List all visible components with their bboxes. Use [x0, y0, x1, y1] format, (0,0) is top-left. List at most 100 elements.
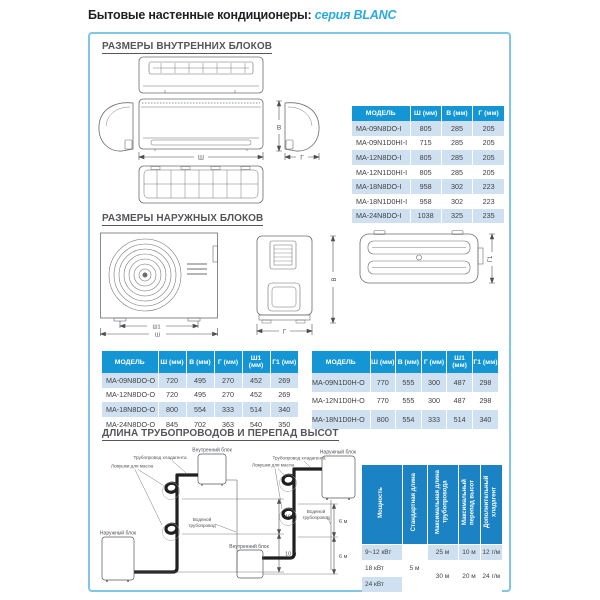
col-header: Максимальная длина трубопровода [426, 465, 458, 545]
col-header: Максимальный перепад высот [457, 465, 480, 545]
dim-label: 6 м [339, 519, 348, 525]
indoor-unit-label: Внутренний блок [192, 447, 232, 454]
col-header: В (мм) [185, 351, 214, 373]
piping-limits-table: Мощность Стандартная длина Максимальная … [362, 465, 502, 592]
refrigerant-pipe [262, 467, 322, 560]
oil-trap-icon [279, 508, 297, 526]
indoor-depth-dimension: Г [284, 153, 320, 162]
dim-label-d: Г [283, 330, 287, 336]
refrigerant-pipe-label: Трубопровод хладагента [272, 456, 325, 461]
outdoor-unit-label: Наружный блок [100, 530, 137, 537]
col-header: Мощность [362, 465, 402, 545]
indoor-bottom-view [138, 165, 264, 204]
outdoor-top-view [359, 230, 484, 284]
outdoor-h-dimension: В [330, 235, 338, 324]
outdoor-unit-diagram: Ш1 Ш В [100, 230, 495, 339]
indoor-unit-diagram: Ш В Г [98, 56, 320, 204]
col-header: Ш1 (мм) [241, 351, 270, 373]
indoor-unit-label: Внутренний блок [229, 543, 269, 550]
col-header: Г (мм) [420, 351, 447, 373]
outdoor-dimensions-table-left: МОДЕЛЬ Ш (мм) В (мм) Г (мм) Ш1 (мм) Г1 (… [102, 351, 298, 432]
water-pipe-label: Водяной [193, 516, 212, 522]
col-header: Дополнительный хладагент [479, 465, 502, 545]
col-header: Ш1 (мм) [446, 351, 473, 373]
outdoor-dimensions-table-right: МОДЕЛЬ Ш (мм) В (мм) Г (мм) Ш1 (мм) Г1 (… [312, 351, 498, 429]
col-header: Ш (мм) [369, 351, 396, 373]
dim-label-h: В [277, 125, 281, 132]
piping-diagram: Внутренний блок Наружный блок 10 м 10 м … [100, 447, 357, 582]
outdoor-side-view [256, 235, 313, 324]
outdoor-unit-label: Наружный блок [320, 449, 357, 456]
page-title: Бытовые настенные кондиционеры: серия BL… [88, 8, 396, 22]
outdoor-w1-dimension: Ш1 [119, 321, 199, 331]
page-title-prefix: Бытовые настенные кондиционеры: [88, 8, 312, 22]
outdoor-section-heading: РАЗМЕРЫ НАРУЖНЫХ БЛОКОВ [102, 213, 264, 226]
outdoor-w-dimension: Ш [100, 328, 219, 339]
oil-trap-icon [162, 523, 180, 541]
refrigerant-pipe-label: Трубопровод хладагента [133, 455, 186, 460]
water-pipe-label: Водяной [307, 508, 326, 514]
col-header: Ш (мм) [409, 106, 442, 121]
table-header-row: Мощность Стандартная длина Максимальная … [362, 465, 502, 545]
outdoor-front-view [100, 232, 218, 322]
dim-label-h: В [332, 277, 338, 281]
indoor-top-view [138, 56, 264, 94]
table-header-row: МОДЕЛЬ Ш (мм) В (мм) Г (мм) [352, 106, 504, 121]
oil-trap-icon [279, 474, 297, 492]
fan-icon [108, 238, 182, 312]
table-row: 18 кВт 30 м 20 м 24 г/м [362, 560, 502, 592]
indoor-section-heading: РАЗМЕРЫ ВНУТРЕННИХ БЛОКОВ [102, 41, 273, 54]
dim-label-d1: Г1 [488, 255, 494, 262]
water-pipe-label: трубопровод [188, 523, 216, 528]
indoor-height-dimension: В [276, 100, 282, 152]
dim-label: 6 м [339, 554, 348, 560]
col-header: Г (мм) [213, 351, 242, 373]
water-pipe-label: трубопровод [302, 515, 330, 520]
table-header-row: МОДЕЛЬ Ш (мм) В (мм) Г (мм) Ш1 (мм) Г1 (… [102, 351, 298, 373]
piping-diagram-left: Внутренний блок Наружный блок 10 м 10 м … [100, 447, 297, 582]
col-header: МОДЕЛЬ [312, 351, 370, 373]
table-row: 9~12 кВт 5 м 25 м 10 м 12 г/м [362, 544, 502, 592]
page-title-series: серия BLANC [314, 8, 397, 22]
col-header: В (мм) [440, 106, 473, 121]
col-header: Г1 (мм) [471, 351, 498, 373]
table-header-row: МОДЕЛЬ Ш (мм) В (мм) Г (мм) Ш1 (мм) Г1 (… [312, 351, 498, 373]
dim-label-w1: Ш1 [152, 325, 160, 331]
height-dimension: 6 м 6 м [331, 503, 348, 575]
col-header: Г (мм) [472, 106, 504, 121]
col-header: Ш (мм) [157, 351, 186, 373]
col-header: Стандартная длина [401, 465, 427, 545]
oil-trap-icon [162, 482, 180, 500]
outdoor-d1-dimension: Г1 [488, 233, 495, 284]
piping-section-heading: ДЛИНА ТРУБОПРОВОДОВ И ПЕРЕПАД ВЫСОТ [102, 428, 339, 441]
oil-traps-label: Ловушки для масла [111, 464, 154, 469]
table-row: 24 кВт [362, 576, 502, 592]
col-header: МОДЕЛЬ [352, 106, 410, 121]
col-header: МОДЕЛЬ [102, 351, 158, 373]
outdoor-d-dimension: Г [256, 324, 313, 336]
indoor-left-side-view [98, 102, 134, 152]
indoor-front-view [138, 98, 264, 151]
dim-label-w: Ш [155, 333, 160, 339]
dim-label: 10 м [285, 552, 297, 558]
oil-traps-label: Ловушки для масла [252, 463, 295, 468]
col-header: В (мм) [395, 351, 422, 373]
indoor-right-side-view [284, 102, 320, 152]
refrigerant-pipe [134, 473, 198, 574]
